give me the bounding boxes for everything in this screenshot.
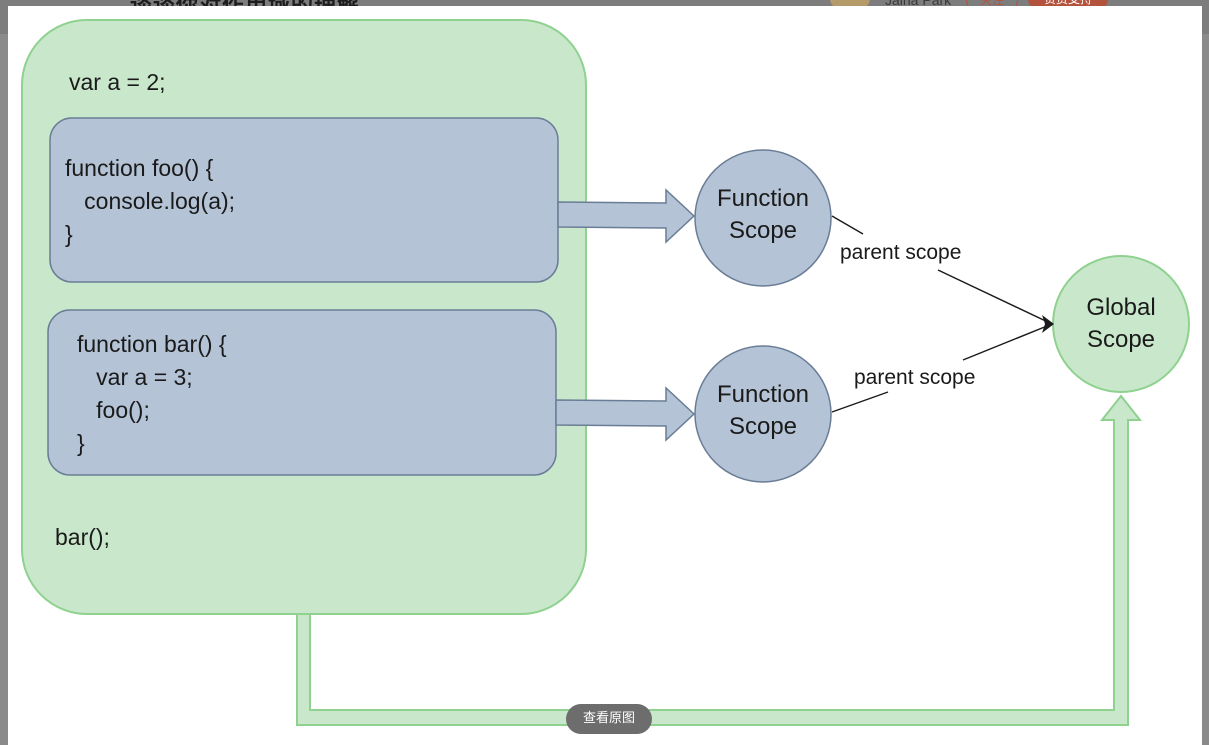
image-viewer: var a = 2; function foo() { console.log(… <box>8 6 1202 745</box>
bar-function-scope-node <box>694 345 832 483</box>
foo-function-scope-label: Scope <box>729 217 797 244</box>
foo-code-line: console.log(a); <box>65 188 235 214</box>
bar-parent-edge <box>962 323 1053 361</box>
foo-scope-arrow <box>557 188 696 244</box>
bar-call-code: bar(); <box>55 524 110 550</box>
global-scope-node <box>1052 255 1190 393</box>
bar-function-block <box>47 309 557 476</box>
global-scope-label: Scope <box>1087 326 1155 353</box>
bar-code-line: function bar() { <box>77 331 227 357</box>
foo-parent-edge <box>831 215 864 235</box>
bar-code-line: } <box>77 430 85 456</box>
foo-code-line: function foo() { <box>65 155 214 181</box>
global-code-line: var a = 2; <box>69 69 166 95</box>
parent-scope-label: parent scope <box>854 366 975 389</box>
scope-diagram: var a = 2; function foo() { console.log(… <box>21 19 1190 726</box>
bar-code-line: foo(); <box>77 397 150 423</box>
foo-function-scope-node <box>694 149 832 287</box>
foo-function-block <box>49 117 559 283</box>
bar-function-scope-label: Function <box>717 381 809 408</box>
global-scope-arrowhead <box>1042 315 1054 333</box>
view-original-button[interactable]: 查看原图 <box>566 704 652 734</box>
parent-scope-label: parent scope <box>840 241 961 264</box>
author-name: Jaina Park <box>885 0 952 8</box>
foo-code-line: } <box>65 221 73 247</box>
global-scope-label: Global <box>1086 294 1155 321</box>
bar-parent-edge <box>831 391 889 413</box>
foo-function-scope-label: Function <box>717 185 809 212</box>
foo-parent-edge <box>937 269 1053 325</box>
sponsor-button[interactable]: 赞赏支持 <box>1028 0 1108 10</box>
bar-code-line: var a = 3; <box>77 364 193 390</box>
bar-scope-arrow <box>555 386 696 442</box>
global-connector-arrow <box>296 394 1143 726</box>
bar-function-scope-label: Scope <box>729 413 797 440</box>
